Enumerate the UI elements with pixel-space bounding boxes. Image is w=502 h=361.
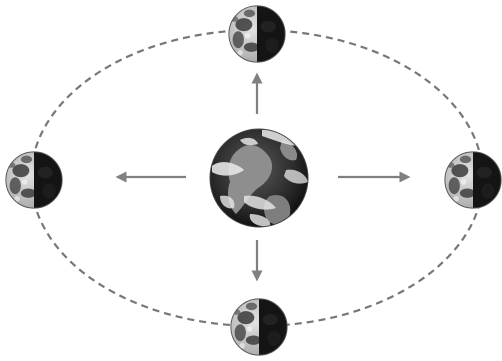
moon-top-icon [229,6,285,62]
moon-right-icon [445,152,501,208]
earth-icon [210,129,308,227]
moon-bottom-icon [231,299,287,355]
moon-left-icon [6,152,62,208]
